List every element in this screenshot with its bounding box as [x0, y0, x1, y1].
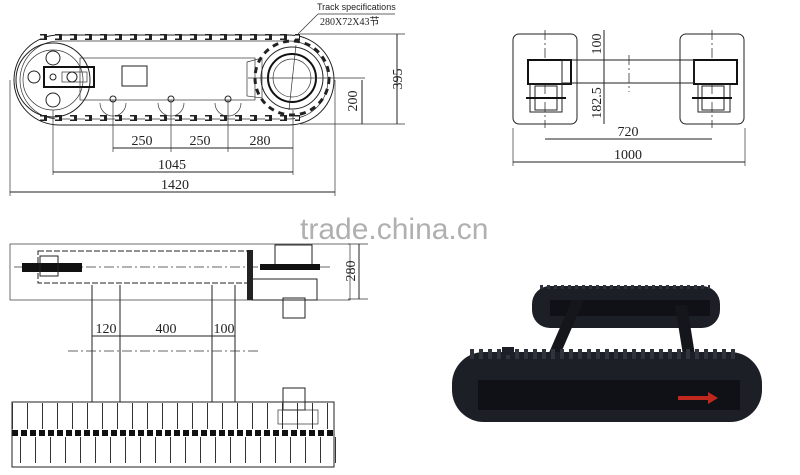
- dim-overall-length: 1420: [161, 178, 189, 193]
- dim-overall-height: 395: [391, 69, 406, 90]
- watermark: trade.china.cn: [300, 213, 488, 246]
- dim-roller-spacing-1: 250: [132, 134, 153, 149]
- label-plate: [121, 65, 148, 87]
- track-spec-value: 280X72X43节: [320, 16, 379, 28]
- side-view-drawing: Track specifications 280X72X43节 395 200 …: [9, 2, 406, 196]
- dim-lower-height: 182.5: [590, 87, 605, 119]
- dim-roller-to-sprocket: 280: [250, 134, 271, 149]
- dim-overall-width: 1000: [614, 148, 642, 163]
- track-rollers: [99, 95, 242, 117]
- dim-beam-spacing: 400: [156, 322, 177, 337]
- front-view-drawing: 100 182.5 720 1000: [512, 30, 746, 166]
- top-view-drawing: 280 120 400 100: [9, 243, 368, 468]
- track-lugs-top: [40, 34, 300, 121]
- dim-roller-spacing-2: 250: [190, 134, 211, 149]
- dim-upper-height: 100: [590, 34, 605, 55]
- dim-wheel-center-distance: 1045: [158, 158, 186, 173]
- dim-track-width: 280: [344, 261, 359, 282]
- dim-sprocket-height: 200: [346, 91, 361, 112]
- track-spec-label: Track specifications: [317, 2, 396, 12]
- drive-sprocket: [246, 39, 365, 117]
- track-undercarriage-photo: [452, 285, 762, 422]
- dim-offset-right: 100: [214, 322, 235, 337]
- frame-body: [79, 57, 256, 101]
- direction-arrow-icon: [678, 392, 718, 404]
- motor-mount: [282, 297, 306, 319]
- dim-track-center-width: 720: [618, 125, 639, 140]
- dim-offset-left: 120: [96, 322, 117, 337]
